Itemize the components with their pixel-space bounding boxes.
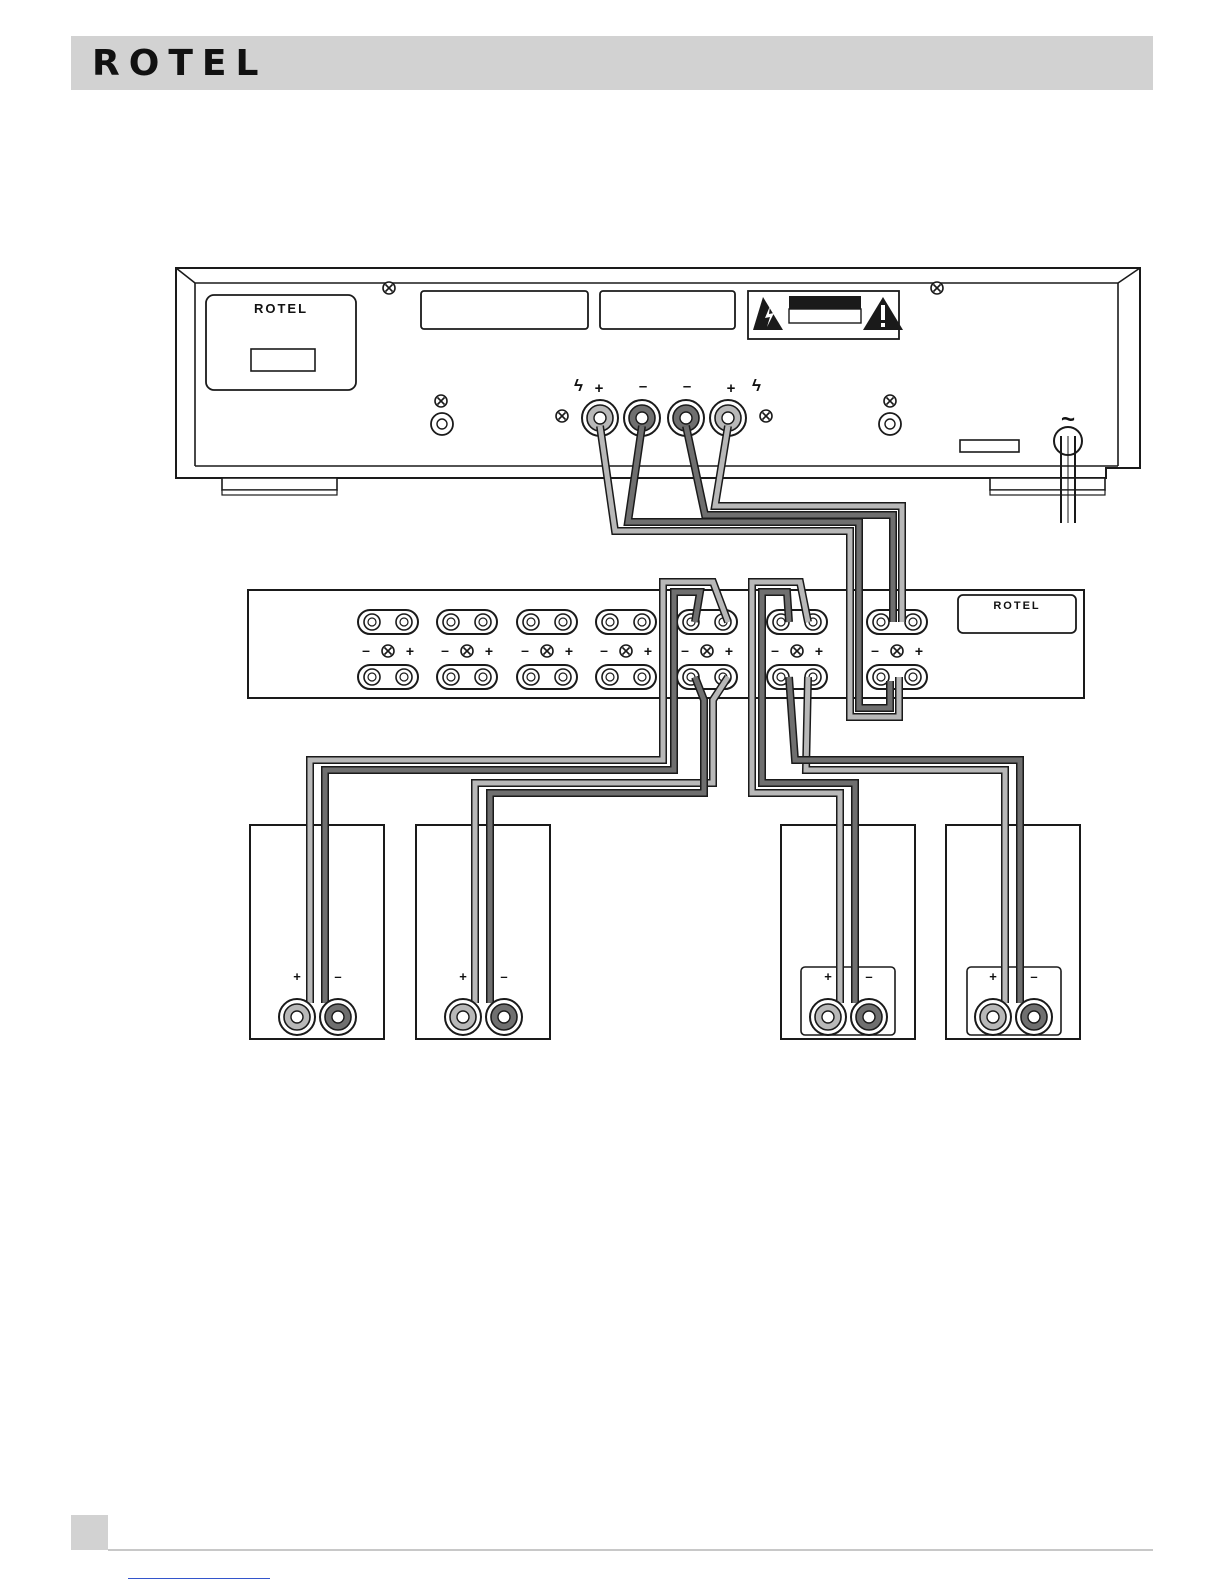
screw-icon bbox=[541, 645, 553, 657]
switcher-plus-label: + bbox=[725, 643, 733, 659]
footer-link[interactable] bbox=[128, 1578, 270, 1579]
amp-terminal-label-2: – bbox=[639, 378, 647, 395]
speaker-4-binding-post-plus bbox=[975, 999, 1011, 1035]
screw-icon bbox=[383, 282, 395, 294]
speaker-3-plus-label: + bbox=[824, 969, 832, 984]
rca-jack-left bbox=[431, 413, 453, 435]
switcher-terminal-pair-3: –+ bbox=[517, 610, 577, 689]
screw-icon bbox=[931, 282, 943, 294]
switcher-plus-label: + bbox=[485, 643, 493, 659]
speaker-2-minus-label: – bbox=[500, 969, 507, 984]
speaker-3-binding-post-minus bbox=[851, 999, 887, 1035]
speaker-4-binding-post-minus bbox=[1016, 999, 1052, 1035]
switcher-terminal-pair-4: –+ bbox=[596, 610, 656, 689]
speaker-4-plus-label: + bbox=[989, 969, 997, 984]
screw-icon bbox=[884, 395, 896, 407]
page-number-tab bbox=[71, 1515, 108, 1550]
switcher-terminal-pair-1: –+ bbox=[358, 610, 418, 689]
footer-rule bbox=[108, 1549, 1153, 1551]
speaker-2-plus-label: + bbox=[459, 969, 467, 984]
switcher-minus-label: – bbox=[771, 642, 779, 658]
screw-icon bbox=[435, 395, 447, 407]
switcher-minus-label: – bbox=[521, 642, 529, 658]
high-voltage-icon: ϟ bbox=[574, 376, 583, 395]
screw-icon bbox=[760, 410, 772, 422]
speakers: + – + – + – + – bbox=[250, 825, 1080, 1039]
speaker-1-binding-post-minus bbox=[320, 999, 356, 1035]
switcher-minus-label: – bbox=[871, 642, 879, 658]
speaker-2-binding-post-plus bbox=[445, 999, 481, 1035]
speaker-1-binding-post-plus bbox=[279, 999, 315, 1035]
amplifier-foot-left bbox=[222, 478, 337, 490]
screw-icon bbox=[620, 645, 632, 657]
switcher-minus-label: – bbox=[681, 642, 689, 658]
switcher-terminal-pair-6: –+ bbox=[767, 610, 827, 689]
switcher-minus-label: – bbox=[600, 642, 608, 658]
screw-icon bbox=[791, 645, 803, 657]
screw-icon bbox=[382, 645, 394, 657]
amplifier: ROTEL ϟ ϟ + – – bbox=[176, 268, 1140, 523]
switcher-minus-label: – bbox=[362, 642, 370, 658]
amp-terminal-label-3: – bbox=[683, 378, 691, 395]
voltage-label bbox=[960, 440, 1019, 452]
warning-label bbox=[748, 291, 903, 339]
speaker-1-minus-label: – bbox=[334, 969, 341, 984]
speaker-2 bbox=[416, 825, 550, 1039]
switcher-plus-label: + bbox=[915, 643, 923, 659]
speaker-3-minus-label: – bbox=[865, 969, 872, 984]
screw-icon bbox=[701, 645, 713, 657]
screw-icon bbox=[891, 645, 903, 657]
switcher-plus-label: + bbox=[406, 643, 414, 659]
amp-terminal-label-1: + bbox=[595, 380, 604, 397]
speaker-1-plus-label: + bbox=[293, 969, 301, 984]
switcher-plus-label: + bbox=[815, 643, 823, 659]
serial-label bbox=[251, 349, 315, 371]
info-plate-2 bbox=[600, 291, 735, 329]
info-plate-1 bbox=[421, 291, 588, 329]
speaker-3-binding-post-plus bbox=[810, 999, 846, 1035]
amp-terminal-label-4: + bbox=[727, 380, 736, 397]
switcher-minus-label: – bbox=[441, 642, 449, 658]
switcher-terminal-pair-2: –+ bbox=[437, 610, 497, 689]
switcher-plus-label: + bbox=[644, 643, 652, 659]
switcher-plus-label: + bbox=[565, 643, 573, 659]
speaker-4-minus-label: – bbox=[1030, 969, 1037, 984]
speaker-1 bbox=[250, 825, 384, 1039]
speaker-2-binding-post-minus bbox=[486, 999, 522, 1035]
switcher-brand: ROTEL bbox=[993, 600, 1040, 612]
amplifier-brand: ROTEL bbox=[254, 301, 308, 316]
amplifier-foot-right bbox=[990, 478, 1105, 490]
high-voltage-icon: ϟ bbox=[752, 376, 761, 395]
screw-icon bbox=[556, 410, 568, 422]
rca-jack-right bbox=[879, 413, 901, 435]
screw-icon bbox=[461, 645, 473, 657]
